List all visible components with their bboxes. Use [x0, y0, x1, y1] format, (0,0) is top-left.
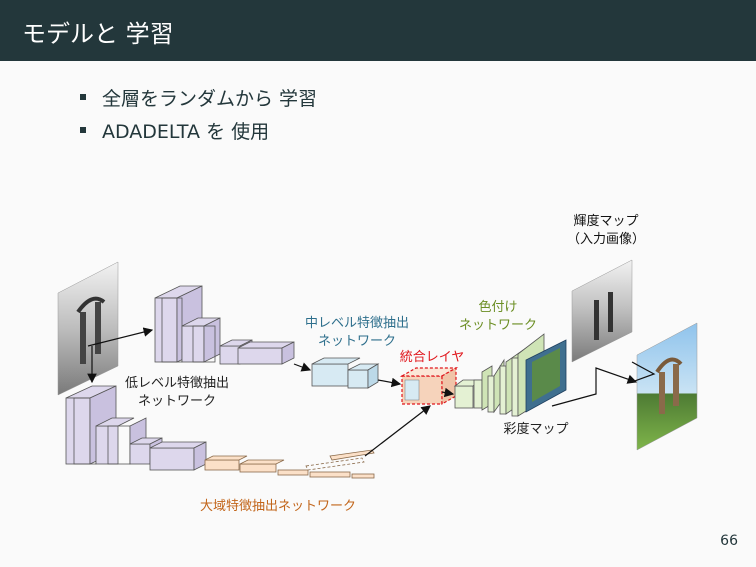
- bullet-icon: [80, 127, 86, 133]
- bullet-list: 全層をランダムから 学習 ADADELTA を 使用: [80, 84, 317, 150]
- bullet-item: 全層をランダムから 学習: [80, 84, 317, 117]
- bullet-text: ADADELTA を 使用: [102, 121, 270, 143]
- input-grayscale-image: [57, 261, 119, 396]
- luminance-map-image: [571, 259, 633, 363]
- low-level-upper-blocks: [154, 285, 295, 365]
- fusion-layer-block: [399, 366, 459, 406]
- colorization-blocks: [453, 333, 567, 417]
- page-number: 66: [720, 533, 738, 549]
- low-level-label: 低レベル特徴抽出: [125, 376, 229, 391]
- title-bar: モデルと 学習: [0, 0, 756, 61]
- bullet-icon: [80, 94, 86, 100]
- low-level-lower-blocks: [65, 385, 207, 471]
- connector-arrows: [87, 327, 656, 457]
- mid-level-sublabel: ネットワーク: [318, 334, 396, 349]
- global-features-blocks: [204, 449, 375, 479]
- luminance-map-sublabel: （入力画像）: [567, 232, 645, 247]
- colorization-sublabel: ネットワーク: [459, 318, 537, 333]
- colorization-label: 色付け: [478, 299, 517, 315]
- fusion-layer-label: 統合レイヤ: [400, 350, 465, 365]
- mid-level-blocks: [311, 357, 380, 389]
- bullet-text: 全層をランダムから 学習: [102, 88, 318, 110]
- global-features-label: 大域特徴抽出ネットワーク: [200, 499, 356, 514]
- bullet-item: ADADELTA を 使用: [80, 117, 317, 150]
- mid-level-label: 中レベル特徴抽出: [305, 316, 409, 331]
- slide-title: モデルと 学習: [22, 20, 174, 48]
- chrominance-map-label: 彩度マップ: [503, 421, 568, 437]
- luminance-map-label: 輝度マップ: [573, 213, 638, 229]
- output-color-image: [636, 322, 698, 451]
- low-level-sublabel: ネットワーク: [138, 394, 216, 409]
